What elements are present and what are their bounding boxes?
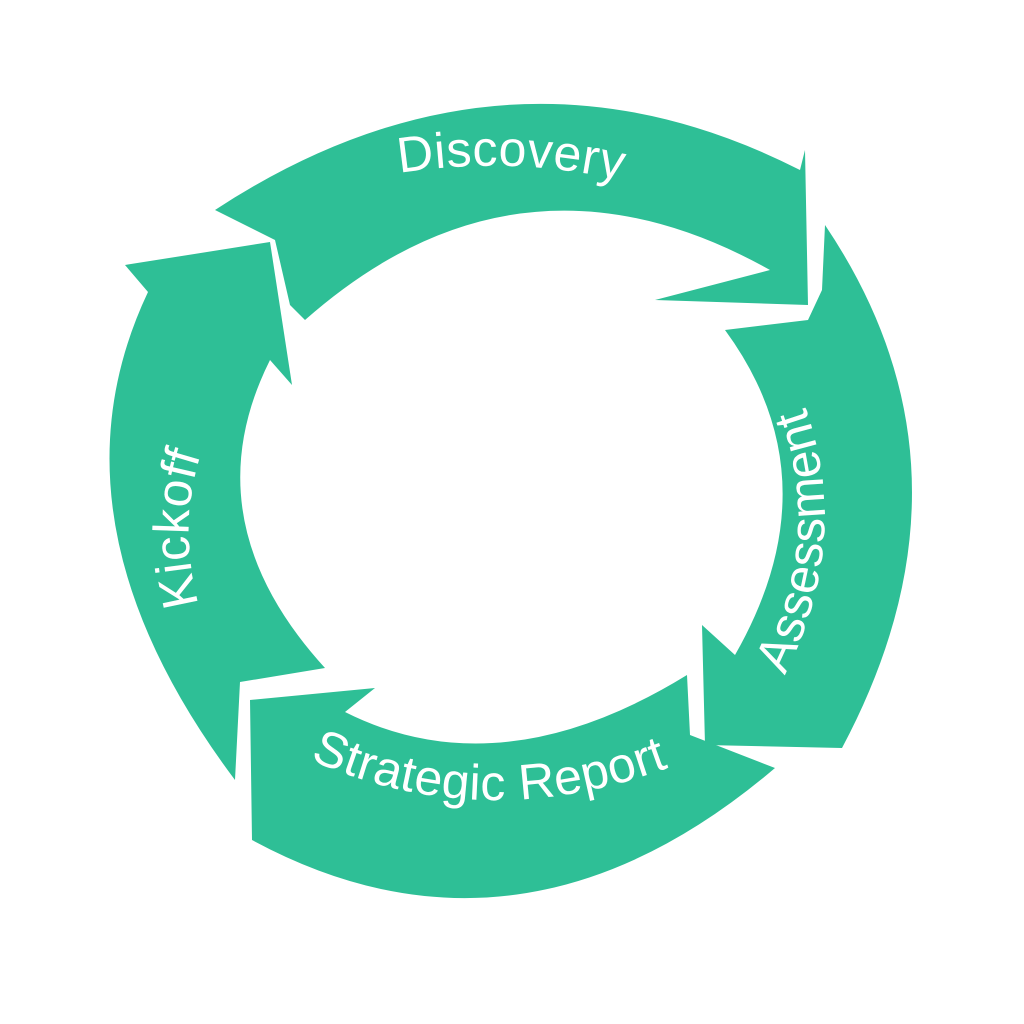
assessment-arrow	[702, 225, 912, 748]
kickoff-label: Kickoff	[143, 441, 211, 614]
strategic-report-arrow	[250, 675, 775, 899]
kickoff-arrow	[109, 242, 326, 780]
discovery-arrow	[215, 103, 808, 320]
